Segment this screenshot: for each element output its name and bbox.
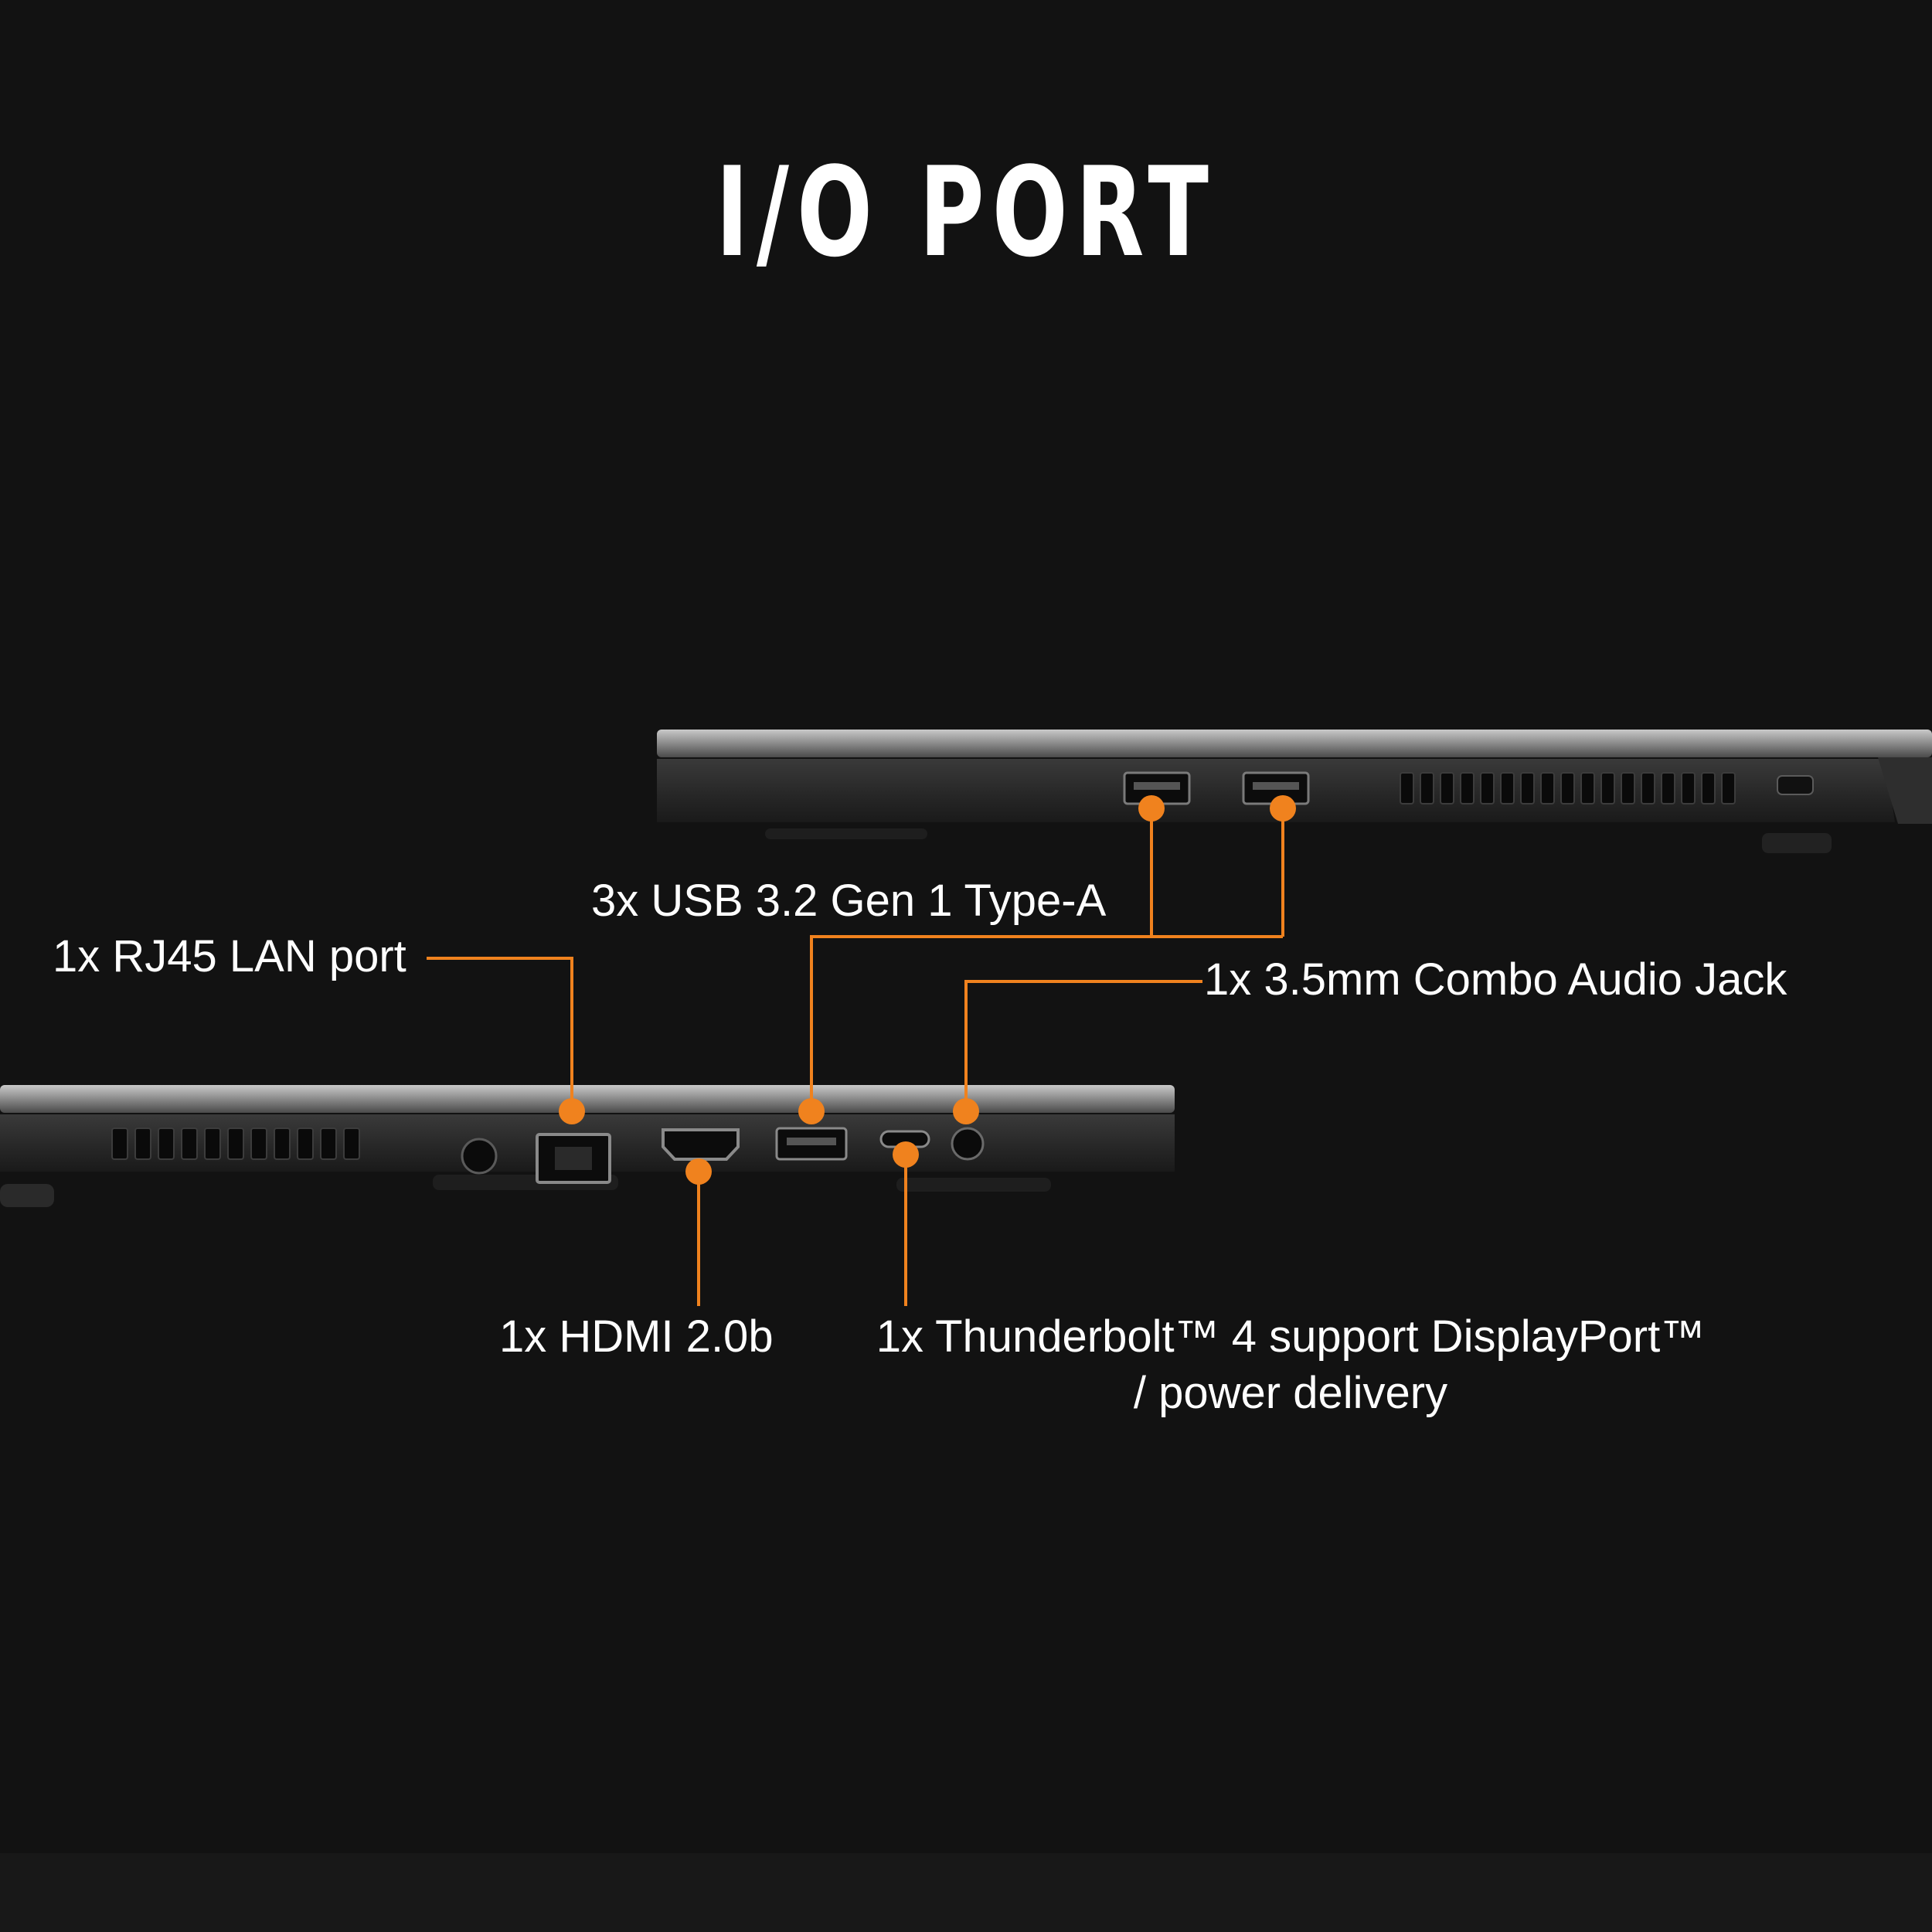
callout-rj45-label: 1x RJ45 LAN port — [53, 931, 406, 981]
audio-jack-icon — [951, 1127, 985, 1161]
callout-dot-thunderbolt — [893, 1141, 919, 1168]
callout-dot-hdmi — [685, 1158, 712, 1185]
page-title: I/O PORT — [715, 140, 1217, 284]
callout-dot-usb — [1270, 795, 1296, 821]
bottom-strip — [0, 1853, 1932, 1932]
callout-dots — [559, 795, 1296, 1185]
callout-audio-label: 1x 3.5mm Combo Audio Jack — [1204, 954, 1787, 1005]
callout-dot-rj45 — [559, 1098, 585, 1124]
callout-dot-usb — [1138, 795, 1165, 821]
usb-port-icon — [1242, 771, 1310, 805]
vent-grille-icon — [111, 1128, 360, 1160]
hdmi-port-icon — [662, 1128, 740, 1161]
callout-dot-audio — [953, 1098, 979, 1124]
callout-thunderbolt-label: 1x Thunderbolt™ 4 support DisplayPort™ /… — [850, 1309, 1731, 1421]
callout-usb-label: 3x USB 3.2 Gen 1 Type-A — [591, 876, 1107, 926]
rj45-port-icon — [536, 1133, 611, 1184]
laptop-left-side — [0, 1085, 1175, 1207]
callout-dot-usb — [798, 1098, 825, 1124]
dc-in-icon — [461, 1138, 498, 1175]
callout-lines — [427, 808, 1284, 1306]
laptop-right-side — [657, 730, 1932, 853]
callout-thunderbolt-line1: 1x Thunderbolt™ 4 support DisplayPort™ — [876, 1311, 1706, 1362]
vent-grille-icon — [1400, 772, 1736, 804]
kensington-lock-icon — [1777, 775, 1814, 795]
laptop-lid — [0, 1085, 1175, 1113]
callout-thunderbolt-line2: / power delivery — [1133, 1367, 1448, 1418]
laptop-lid — [657, 730, 1932, 757]
callout-hdmi-label: 1x HDMI 2.0b — [499, 1311, 774, 1362]
usb-port-icon — [775, 1127, 848, 1161]
